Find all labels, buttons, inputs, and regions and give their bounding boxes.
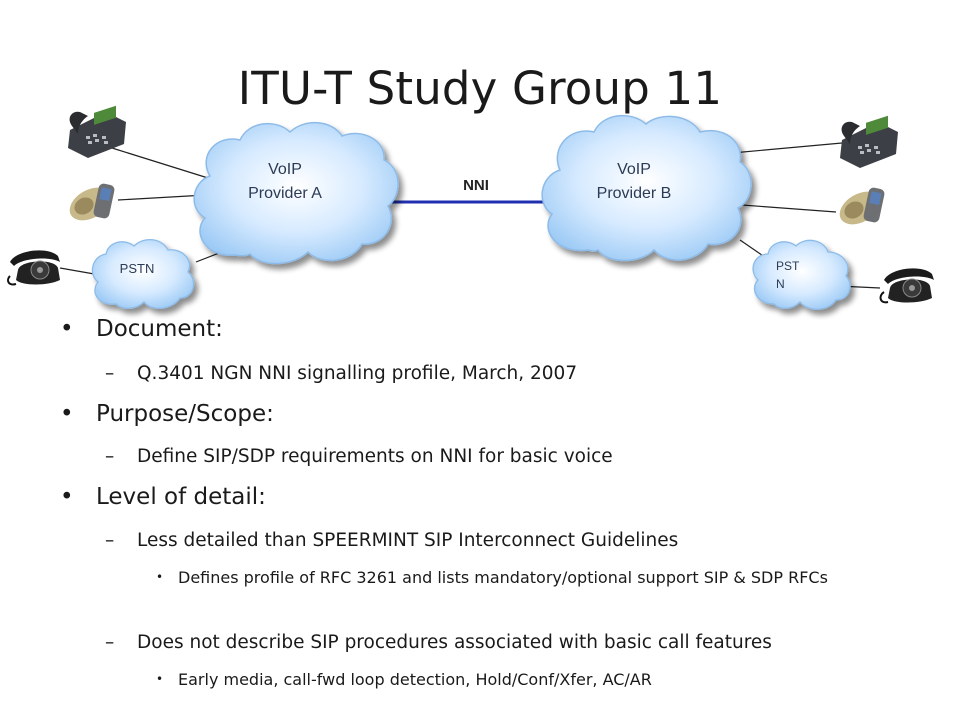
- cloud-b-line2: Provider B: [597, 185, 672, 202]
- sub-sub-bullet-text: Defines profile of RFC 3261 and lists ma…: [178, 568, 828, 587]
- sub-sub-bullet-text: Early media, call-fwd loop detection, Ho…: [178, 670, 652, 689]
- bullet-detail: •Level of detail:: [60, 484, 266, 510]
- cloud-b-line1: VoIP: [617, 161, 651, 178]
- bullet-document-label: Document:: [96, 316, 223, 342]
- bullet-detail-label: Level of detail:: [96, 484, 266, 510]
- desk-phone-icon: [840, 115, 898, 168]
- cloud-a-line1: VoIP: [268, 161, 302, 178]
- cloud-provider-a: [193, 121, 399, 265]
- network-diagram: NNI VoIP Provider A VoIP Provider B PSTN…: [7, 105, 934, 310]
- pstn-right-line1: PST: [776, 259, 800, 273]
- nni-label: NNI: [463, 177, 489, 194]
- sub-bullet-text: Q.3401 NGN NNI signalling profile, March…: [137, 363, 578, 384]
- sub-bullet: –Does not describe SIP procedures associ…: [105, 632, 772, 653]
- sub-bullet-text: Does not describe SIP procedures associa…: [137, 632, 772, 653]
- pstn-right-line2: N: [776, 277, 785, 291]
- sub-bullet: –Q.3401 NGN NNI signalling profile, Marc…: [105, 363, 578, 384]
- desk-phone-icon: [68, 105, 126, 158]
- bullet-scope: •Purpose/Scope:: [60, 401, 274, 427]
- bullet-document: •Document:: [60, 316, 223, 342]
- slide-title: ITU-T Study Group 11: [237, 62, 723, 115]
- sub-bullet: –Define SIP/SDP requirements on NNI for …: [105, 446, 613, 467]
- pstn-cloud-left: [91, 239, 195, 309]
- mobile-phone-icon: [69, 183, 115, 221]
- cloud-provider-b: [541, 114, 752, 262]
- connector-lines: [59, 142, 881, 289]
- sub-bullet-text: Less detailed than SPEERMINT SIP Interco…: [137, 530, 679, 551]
- bullet-scope-label: Purpose/Scope:: [96, 401, 274, 427]
- rotary-phone-icon: [7, 250, 60, 286]
- cloud-a-line2: Provider A: [248, 185, 322, 202]
- sub-sub-bullet: •Early media, call-fwd loop detection, H…: [156, 670, 652, 689]
- sub-bullet-text: Define SIP/SDP requirements on NNI for b…: [137, 446, 613, 467]
- mobile-phone-icon: [839, 187, 885, 225]
- sub-bullet: –Less detailed than SPEERMINT SIP Interc…: [105, 530, 679, 551]
- rotary-phone-icon: [879, 268, 934, 304]
- pstn-cloud-right: [752, 239, 851, 310]
- sub-sub-bullet: •Defines profile of RFC 3261 and lists m…: [156, 568, 828, 587]
- pstn-left-label: PSTN: [120, 261, 155, 276]
